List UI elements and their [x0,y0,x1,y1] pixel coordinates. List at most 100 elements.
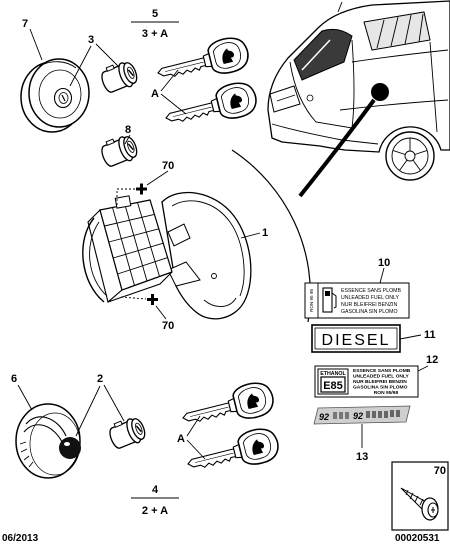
label-13-glyph [345,412,349,419]
label-13-glyph [372,411,376,418]
leader-a-top-1 [160,69,179,92]
callout-2: 2 [97,373,103,385]
callout-13: 13 [356,451,368,463]
screw-thread [409,492,414,500]
cap-6-rib [28,461,34,468]
rear-window-reflection [301,39,331,71]
screw-drive-icon [431,507,435,513]
callout-11: 11 [424,329,436,341]
cap-6-lock [59,437,81,459]
housing-grid-line [117,257,168,275]
screw-thread [419,498,424,506]
cap-6-rib [20,448,28,453]
hinge-arm [167,261,201,287]
callout-a-bottom: A [177,433,185,445]
screw-thread [414,495,419,503]
cap-6-rib [19,441,27,445]
label-13-glyph [390,410,394,417]
callout-1: 1 [262,227,268,239]
side-window-hatch [390,16,399,47]
callout-a-top: A [151,88,159,100]
label-10-line: NUR BLEIFREI BENZIN [341,302,397,308]
side-window-hatch [376,19,385,49]
leader-3-cylinder [95,43,119,67]
label-13-glyph [396,410,400,417]
leader-10 [379,267,385,284]
cap-inner-ring [38,69,82,119]
body-crease [351,49,449,63]
body-crease-lower [339,99,449,111]
callout-70-top: 70 [162,160,174,172]
fuel-cap-standard [15,403,81,479]
label-11-frame [311,324,401,353]
hub [404,150,416,162]
label-10-side-text: RON 95 98 [309,289,314,312]
housing-gasket-inner [89,221,108,297]
leader-6 [17,384,33,411]
callout-4: 4 [152,484,159,496]
label-10-line: UNLEADED FUEL ONLY [341,295,399,301]
brand-badge-icon [306,94,314,102]
leader-70-bottom [155,305,167,320]
diesel-label: DIESEL [311,324,401,353]
spoke [414,149,428,155]
leader-8 [124,134,131,145]
pump-hose [331,292,337,309]
label-10-frame [304,282,410,319]
callout-5: 5 [152,8,158,20]
fuel-filler-door [371,83,389,101]
leader-11 [399,334,422,340]
leader-70-top [146,170,169,186]
side-window-hatch [418,13,424,43]
rear-wheel [385,131,435,181]
e85-code: E85 [323,380,343,392]
callout-70-box: 70 [434,465,446,477]
leader-7 [29,28,43,61]
housing-grid-line [124,204,148,282]
screw-icon [400,487,439,521]
spoke [412,159,421,171]
vehicle-rear-view [267,0,450,181]
housing-grid-line [104,213,155,227]
fuel-flap-hole [211,273,217,279]
e85-code-box [320,376,346,393]
fuel-flap-lower-edge [203,297,237,307]
cap-6-grip [25,416,67,437]
label-13-grade: 92 [353,411,363,421]
key-bottom-2 [183,424,283,482]
housing-grid-line [108,228,159,243]
lock-cylinder-2 [105,413,149,453]
callout-10: 10 [378,257,390,269]
label-13-glyph [366,411,370,418]
cap-highlight [39,61,77,69]
housing-grid-line [137,202,160,277]
leader-1 [240,232,261,239]
cap-6-grip [23,424,63,443]
callout-12: 12 [426,354,438,366]
cap-lock-inner [58,92,69,104]
footer-date: 06/2013 [2,533,39,544]
footer-reference: 00020531 [395,533,440,544]
housing-grid-line [113,242,164,259]
fuel-pump-icon [322,287,337,313]
octane-92-label: 92 92 [313,405,411,425]
label-11-inner-frame [314,327,398,350]
ethanol-e85-label: ETHANOL E85 ESSENCE SANS PLOMB UNLEADED … [314,365,419,398]
leader-2-cylinder [103,384,125,422]
antenna [337,1,343,13]
pump-body [322,287,333,313]
keyhole-icon [61,94,66,102]
leader-a-bottom-2 [186,439,206,460]
spoke [392,149,406,155]
side-window-hatch [404,14,412,45]
callout-8: 8 [125,124,131,136]
label-12-line: UNLEADED FUEL ONLY [353,374,409,380]
label-12-line: RON 95/98 [374,390,399,396]
locking-fuel-cap [20,58,90,133]
label-13-glyph [378,411,382,418]
housing-clip [114,195,132,209]
door-seam [429,41,438,133]
kit-4-contents: 2 + A [142,505,168,517]
callout-6: 6 [11,373,17,385]
hinge-bracket [167,223,191,247]
